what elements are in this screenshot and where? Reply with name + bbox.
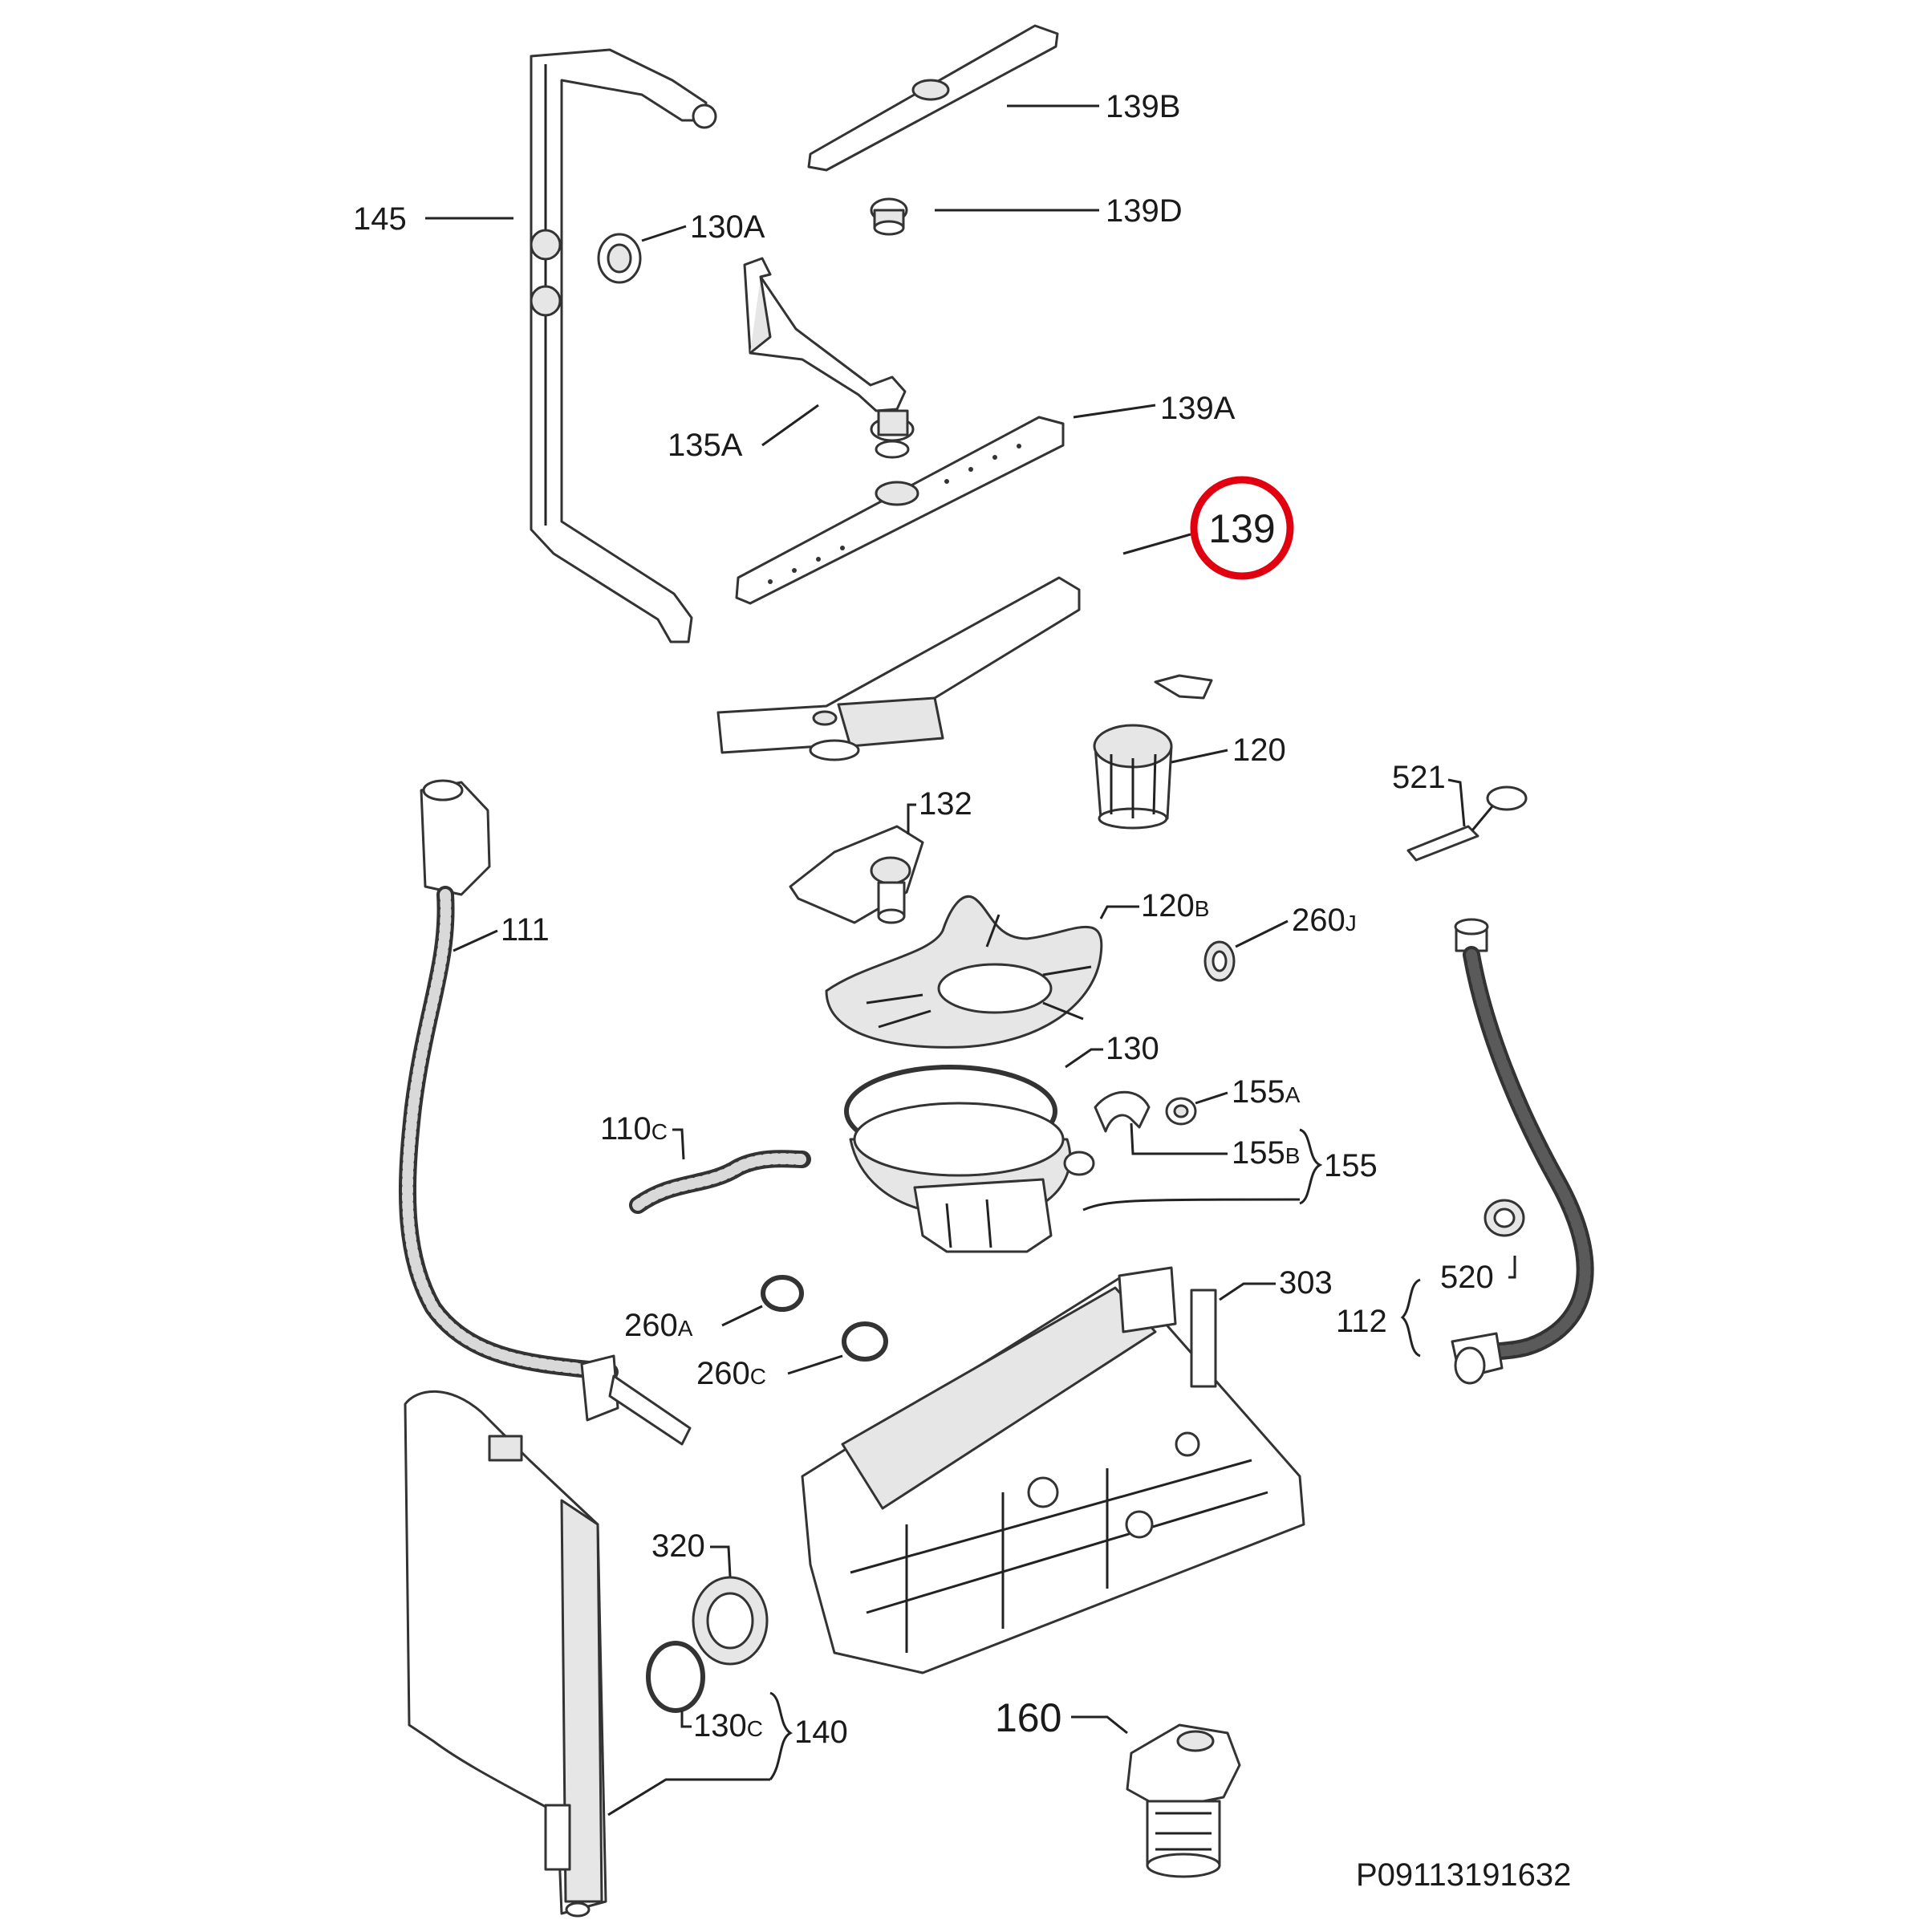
label-260C: 260C [696, 1356, 766, 1391]
label-521: 521 [1392, 760, 1446, 795]
part-135A-spray-arm-support [743, 257, 915, 459]
part-260J-clip [1203, 940, 1236, 982]
part-140-housing [404, 1390, 607, 1918]
leader-139 [1122, 533, 1191, 555]
leader-320 [710, 1545, 732, 1577]
highlight-circle-139 [1190, 476, 1294, 580]
label-112: 112 [1336, 1304, 1387, 1339]
part-139D-nut [870, 197, 908, 236]
label-155A-num: 155 [1232, 1074, 1285, 1110]
label-260C-sub: C [750, 1364, 766, 1389]
label-139B: 139B [1106, 89, 1180, 124]
document-code: P09113191632 [1356, 1857, 1571, 1893]
label-135A: 135A [668, 428, 743, 463]
leader-130C [680, 1711, 692, 1728]
label-130C-num: 130 [693, 1708, 747, 1743]
part-260C-clamp [842, 1321, 888, 1362]
part-160-pump [1126, 1723, 1241, 1878]
leader-160 [1071, 1715, 1128, 1735]
part-132-valve [789, 825, 924, 924]
label-260A-sub: A [678, 1316, 693, 1341]
label-139: 139 [1208, 506, 1275, 551]
leader-130A [641, 225, 687, 242]
leader-110C [672, 1128, 685, 1160]
part-139-lower-spray-arm [716, 576, 1081, 761]
part-521-plug [1406, 785, 1528, 862]
label-520: 520 [1440, 1260, 1494, 1295]
label-260J-sub: J [1346, 911, 1357, 936]
label-139D: 139D [1106, 193, 1183, 229]
label-260J: 260J [1292, 903, 1357, 938]
leader-120 [1171, 749, 1228, 764]
leader-111 [453, 929, 498, 952]
leader-155A [1195, 1091, 1228, 1105]
part-120B-micro-filter [825, 895, 1103, 1049]
part-110C-hose [629, 1150, 811, 1214]
label-120B-sub: B [1195, 896, 1210, 921]
part-145-supply-tube [530, 48, 717, 643]
part-139B-upper-spray-arm [807, 24, 1059, 172]
label-130C: 130C [693, 1708, 763, 1743]
label-260C-num: 260 [696, 1356, 750, 1391]
label-155B: 155B [1232, 1135, 1300, 1171]
brace-112 [1400, 1278, 1421, 1358]
label-155: 155 [1324, 1148, 1378, 1183]
part-111-drain-hose [398, 779, 692, 1446]
label-155B-sub: B [1285, 1143, 1301, 1168]
leader-155B [1130, 1122, 1228, 1155]
leader-521 [1447, 778, 1466, 827]
label-120: 120 [1232, 733, 1286, 768]
part-320-seal [692, 1576, 769, 1666]
label-110C: 110C [600, 1111, 668, 1147]
label-160: 160 [995, 1695, 1061, 1740]
part-303-base [801, 1266, 1305, 1674]
label-260J-num: 260 [1292, 903, 1346, 938]
part-120-filter [1093, 674, 1213, 830]
leader-132 [907, 803, 916, 834]
leader-120B [1099, 905, 1139, 919]
label-320: 320 [651, 1528, 705, 1564]
part-130C-ring [646, 1641, 705, 1713]
label-140: 140 [794, 1715, 848, 1750]
leader-140 [607, 1778, 770, 1816]
part-139A-middle-spray-arm [735, 416, 1065, 605]
leader-139A [1073, 404, 1156, 419]
label-110C-num: 110 [600, 1111, 651, 1147]
label-120B-num: 120 [1141, 888, 1195, 923]
leader-135A [761, 404, 819, 447]
brace-155 [1299, 1128, 1323, 1205]
label-110C-sub: C [651, 1119, 668, 1144]
part-155B-cap [1094, 1090, 1151, 1133]
label-132: 132 [919, 786, 972, 822]
brace-140 [769, 1691, 793, 1780]
label-303: 303 [1279, 1265, 1333, 1301]
label-130C-sub: C [747, 1716, 763, 1741]
part-520-clip [1484, 1199, 1525, 1237]
leader-303 [1219, 1282, 1276, 1301]
part-112-inlet-hose [1451, 918, 1594, 1385]
leader-260A [721, 1305, 763, 1327]
label-139A: 139A [1160, 391, 1236, 426]
leader-260C [787, 1354, 843, 1375]
label-130: 130 [1106, 1031, 1159, 1066]
label-130A: 130A [690, 209, 765, 245]
label-260A: 260A [624, 1308, 693, 1343]
leader-520 [1508, 1256, 1516, 1279]
label-155B-num: 155 [1232, 1135, 1285, 1171]
label-155A-sub: A [1285, 1082, 1301, 1107]
leader-260J [1235, 919, 1289, 948]
label-155A: 155A [1232, 1074, 1301, 1110]
label-111: 111 [501, 912, 550, 948]
label-120B: 120B [1141, 888, 1209, 923]
part-260A-clamp [761, 1275, 804, 1312]
label-260A-num: 260 [624, 1308, 678, 1343]
part-155A-nipple [1165, 1097, 1197, 1126]
part-130A-seal [597, 233, 642, 284]
label-145: 145 [353, 201, 407, 237]
leader-155 [1082, 1198, 1301, 1212]
part-130-sump [844, 1065, 1095, 1253]
leader-130 [1065, 1048, 1103, 1069]
